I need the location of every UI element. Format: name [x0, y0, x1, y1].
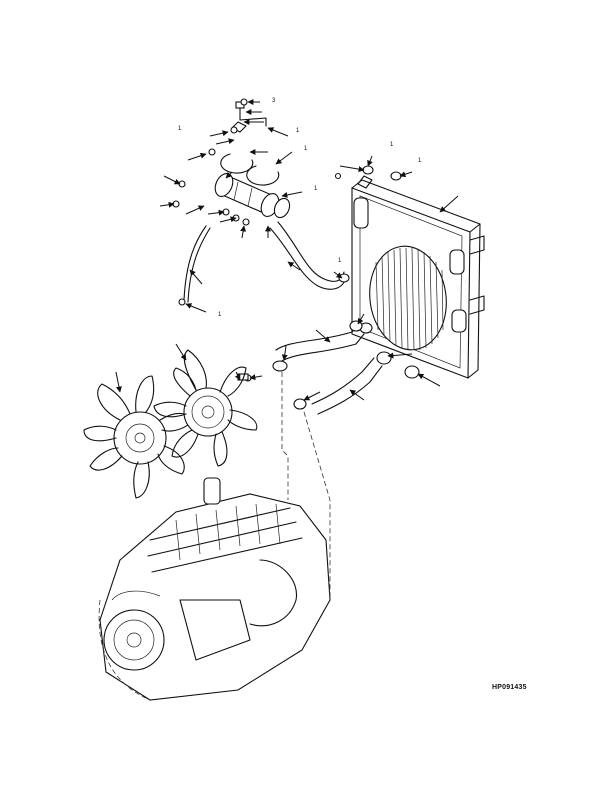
radiator-assembly [351, 175, 485, 379]
fan-left [83, 375, 193, 499]
callout-label: 1 [338, 258, 342, 264]
callout-label: 1 [314, 186, 318, 192]
callout-label: 1 [178, 126, 182, 132]
radiator-core-fins [375, 247, 444, 351]
callout-labels: 3 1 1 1 1 1 1 1 1 [178, 98, 422, 318]
callout-label: 1 [304, 146, 308, 152]
drawing-number: HP091435 [492, 684, 527, 691]
callout-label: 1 [218, 312, 222, 318]
callout-label: 1 [296, 128, 300, 134]
fan-right [153, 349, 258, 467]
leader-lines [115, 99, 459, 401]
surge-tank [214, 101, 291, 219]
callout-label: 1 [418, 158, 422, 164]
callout-label: 3 [272, 98, 276, 104]
hose-clamps [272, 273, 363, 410]
assembly-guide-lines [281, 372, 331, 600]
callout-label: 1 [390, 142, 394, 148]
engine-assembly [98, 477, 331, 701]
hoses [183, 221, 383, 415]
